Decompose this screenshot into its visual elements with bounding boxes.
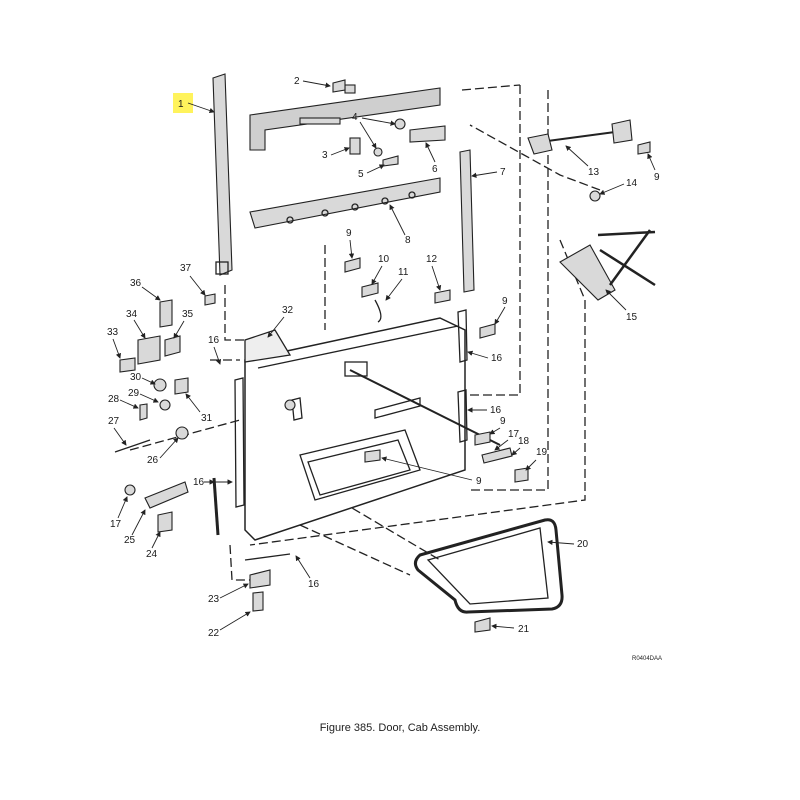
callout-32[interactable]: 32 — [282, 305, 294, 316]
part-8-lower-channel — [249, 177, 441, 229]
callout-23[interactable]: 23 — [208, 594, 220, 605]
callout-29[interactable]: 29 — [128, 388, 140, 399]
part-4-nut — [394, 118, 406, 130]
callout-17-b[interactable]: 17 — [110, 519, 122, 530]
callout-16-e[interactable]: 16 — [193, 477, 205, 488]
part-2-upper-channel — [249, 84, 441, 151]
callout-20[interactable]: 20 — [577, 539, 589, 550]
callout-26[interactable]: 26 — [147, 455, 159, 466]
callout-1-highlight — [173, 93, 193, 113]
callout-36[interactable]: 36 — [130, 278, 142, 289]
callout-6[interactable]: 6 — [432, 164, 438, 175]
callout-9-c[interactable]: 9 — [502, 296, 508, 307]
callout-10[interactable]: 10 — [378, 254, 390, 265]
callout-16-c[interactable]: 16 — [208, 335, 220, 346]
callout-15[interactable]: 15 — [626, 312, 638, 323]
part-15-window-regulator — [559, 229, 656, 301]
callout-16-b[interactable]: 16 — [490, 405, 502, 416]
callout-16-a[interactable]: 16 — [491, 353, 503, 364]
callout-30[interactable]: 30 — [130, 372, 142, 383]
callout-37[interactable]: 37 — [180, 263, 192, 274]
callout-21[interactable]: 21 — [518, 624, 530, 635]
part-6-bracket — [409, 125, 446, 143]
part-14-washer — [589, 190, 601, 202]
callout-19[interactable]: 19 — [536, 447, 548, 458]
part-16-channels — [212, 309, 468, 561]
part-3-clip — [349, 137, 361, 155]
callout-16-d[interactable]: 16 — [308, 579, 320, 590]
callout-4[interactable]: 4 — [352, 112, 358, 123]
callout-2[interactable]: 2 — [294, 76, 300, 87]
drawing-code: R0404DAA — [632, 656, 662, 662]
callout-27[interactable]: 27 — [108, 416, 120, 427]
callout-13[interactable]: 13 — [588, 167, 600, 178]
callout-12[interactable]: 12 — [426, 254, 438, 265]
callout-24[interactable]: 24 — [146, 549, 158, 560]
part-13-control-rod — [527, 119, 633, 155]
part-5-screw — [382, 155, 399, 167]
callout-22[interactable]: 22 — [208, 628, 220, 639]
figure-caption: Figure 385. Door, Cab Assembly. — [319, 722, 481, 734]
callout-28[interactable]: 28 — [108, 394, 120, 405]
assembly-dashed-lines — [129, 84, 601, 581]
callout-31[interactable]: 31 — [201, 413, 213, 424]
callout-9-b[interactable]: 9 — [346, 228, 352, 239]
callout-34[interactable]: 34 — [126, 309, 138, 320]
callout-14[interactable]: 14 — [626, 178, 638, 189]
callout-3[interactable]: 3 — [322, 150, 328, 161]
hardware-fasteners — [114, 79, 651, 633]
part-7-strip — [459, 149, 475, 293]
callout-25[interactable]: 25 — [124, 535, 136, 546]
callout-17-a[interactable]: 17 — [508, 429, 520, 440]
callout-labels: 1 2 3 4 5 6 7 8 9 9 9 9 9 10 11 12 — [107, 76, 660, 639]
callout-33[interactable]: 33 — [107, 327, 119, 338]
callout-9-d[interactable]: 9 — [500, 416, 506, 427]
callout-18[interactable]: 18 — [518, 436, 530, 447]
part-32-door-panel — [244, 317, 501, 541]
part-20-window-frame — [413, 518, 564, 614]
callout-8[interactable]: 8 — [405, 235, 411, 246]
callout-5[interactable]: 5 — [358, 169, 364, 180]
callout-7[interactable]: 7 — [500, 167, 506, 178]
callout-1[interactable]: 1 — [178, 99, 184, 110]
callout-11[interactable]: 11 — [398, 267, 409, 278]
callout-9-a[interactable]: 9 — [654, 172, 660, 183]
part-4-nut-lower — [373, 147, 383, 157]
part-1-weatherstrip — [212, 73, 233, 276]
callout-9-e[interactable]: 9 — [476, 476, 482, 487]
callout-35[interactable]: 35 — [182, 309, 194, 320]
